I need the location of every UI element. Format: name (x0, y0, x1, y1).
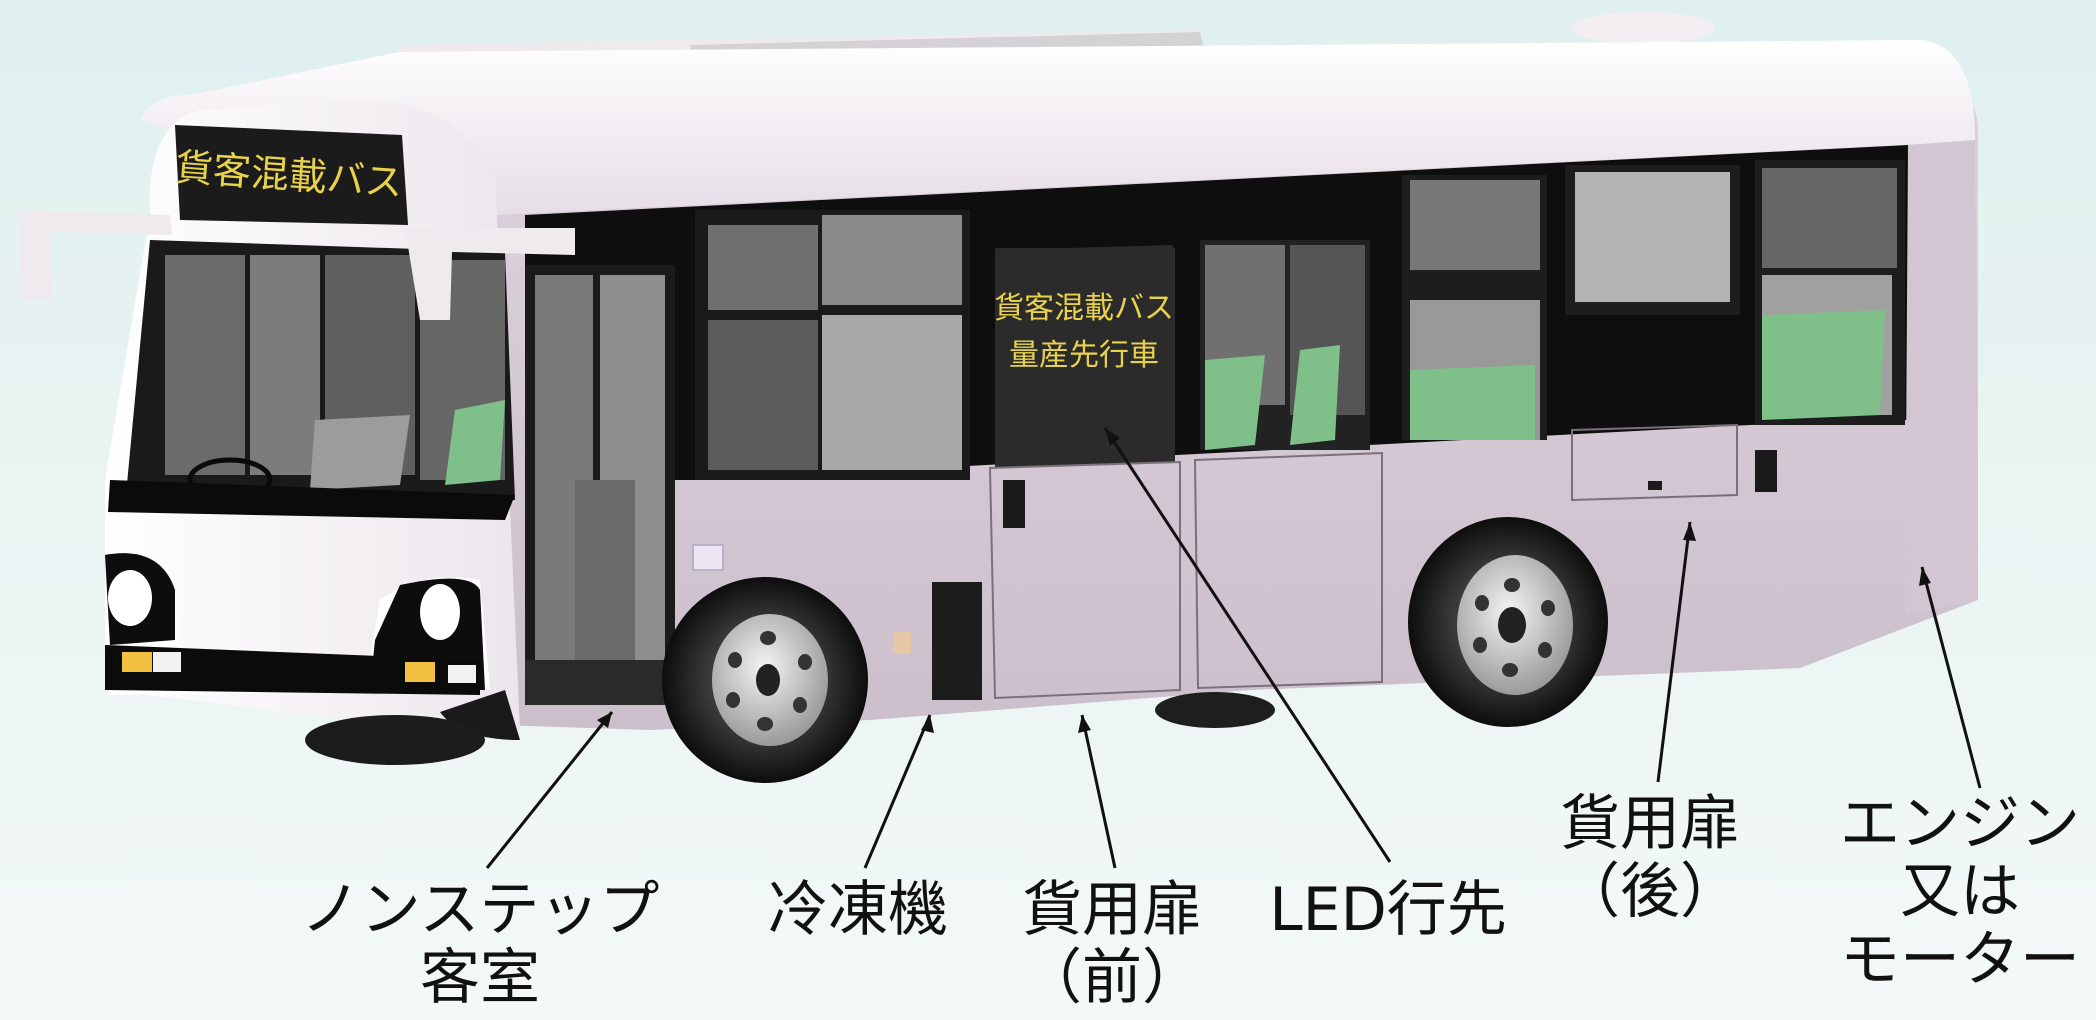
label-line: （前） (1022, 943, 1202, 1013)
passenger-door (525, 265, 675, 705)
side-marker-lamp (692, 544, 724, 571)
label-line: エンジン (1840, 789, 2080, 859)
label-line: 客室 (420, 943, 540, 1013)
label-line: 冷凍機 (768, 875, 948, 945)
callout-lines (485, 427, 1982, 869)
label-nonstep-cabin: ノンステップ 客室 (301, 876, 660, 1012)
side-sign-line1: 貨客混載バス (994, 291, 1174, 326)
label-line: モーター (1840, 925, 2080, 995)
label-line: ノンステップ (300, 875, 660, 945)
cargo-doors (988, 423, 1738, 700)
door-latch (1648, 481, 1662, 490)
side-sign-line2: 量産先行車 (1009, 338, 1159, 373)
label-cargo-door-front: 貨用扉 （前） (1022, 876, 1202, 1012)
freezer-unit (893, 582, 982, 700)
front-wheel (440, 577, 868, 783)
callout-arrowheads (597, 428, 1931, 733)
bus-front: 貨客混載バス (18, 100, 575, 735)
label-cargo-door-rear: 貨用扉 （後） (1560, 790, 1740, 926)
side-led-sign: 貨客混載バス 量産先行車 (994, 245, 1174, 468)
door-handle-front (1003, 480, 1025, 528)
label-line: 又は (1900, 857, 2020, 927)
label-line: 貨用扉 (1022, 875, 1202, 945)
rear-wheel (1155, 517, 1608, 728)
label-freezer: 冷凍機 (768, 876, 948, 944)
door-handle-rear (1755, 450, 1777, 492)
label-line: LED行先 (1269, 875, 1507, 945)
label-line: 貨用扉 (1560, 789, 1740, 859)
label-line: （後） (1560, 857, 1740, 927)
label-engine-or-motor: エンジン 又は モーター (1840, 790, 2080, 994)
label-led-destination: LED行先 (1269, 876, 1507, 944)
hidden-front-wheel (305, 715, 485, 765)
